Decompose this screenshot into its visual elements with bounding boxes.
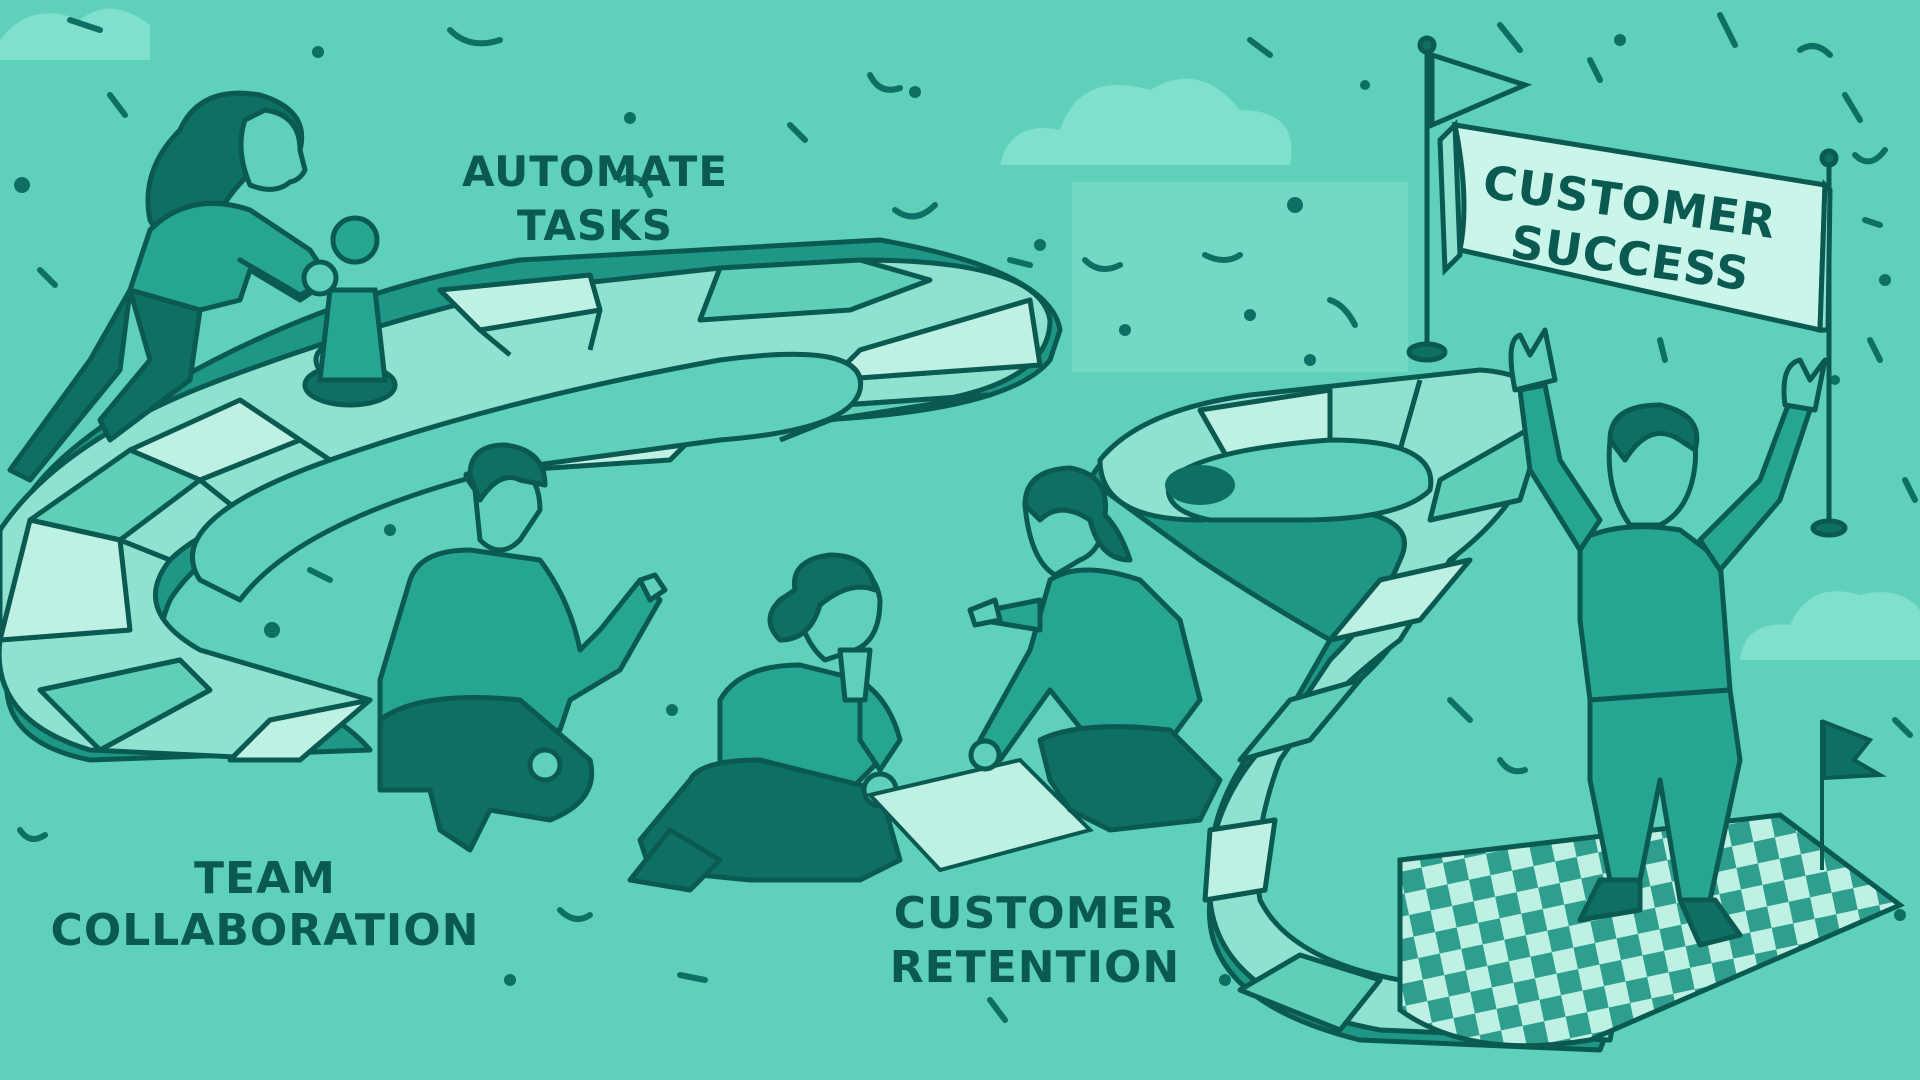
paper-sheet (866, 757, 1094, 873)
label-retention-line2: RETENTION (890, 942, 1180, 993)
label-automate-line1: AUTOMATE (462, 147, 728, 196)
person-woman-explaining (967, 465, 1223, 833)
label-team-collaboration: TEAM COLLABORATION (51, 853, 480, 956)
person-man-celebrating (1508, 327, 1828, 948)
cloud-right (1740, 591, 1920, 660)
label-team-line1: TEAM (194, 853, 336, 904)
cloud-top-left (0, 8, 150, 60)
finish-banner (1406, 35, 1848, 538)
game-piece (301, 215, 398, 408)
label-team-line2: COLLABORATION (51, 905, 480, 956)
label-retention-line1: CUSTOMER (894, 888, 1177, 939)
label-customer-retention: CUSTOMER RETENTION (890, 888, 1180, 993)
board-track-left (0, 237, 1063, 763)
person-woman-moving-piece (7, 90, 347, 483)
board-track-right (1087, 367, 1623, 1053)
small-flag (1820, 719, 1887, 870)
label-automate-line2: TASKS (517, 201, 673, 250)
person-man-sitting (377, 442, 668, 853)
finish-board (1397, 812, 1905, 1049)
faded-panel (1072, 182, 1408, 372)
clouds (0, 8, 1920, 660)
cloud-center (1000, 78, 1292, 165)
label-automate-tasks: AUTOMATE TASKS (462, 147, 728, 250)
